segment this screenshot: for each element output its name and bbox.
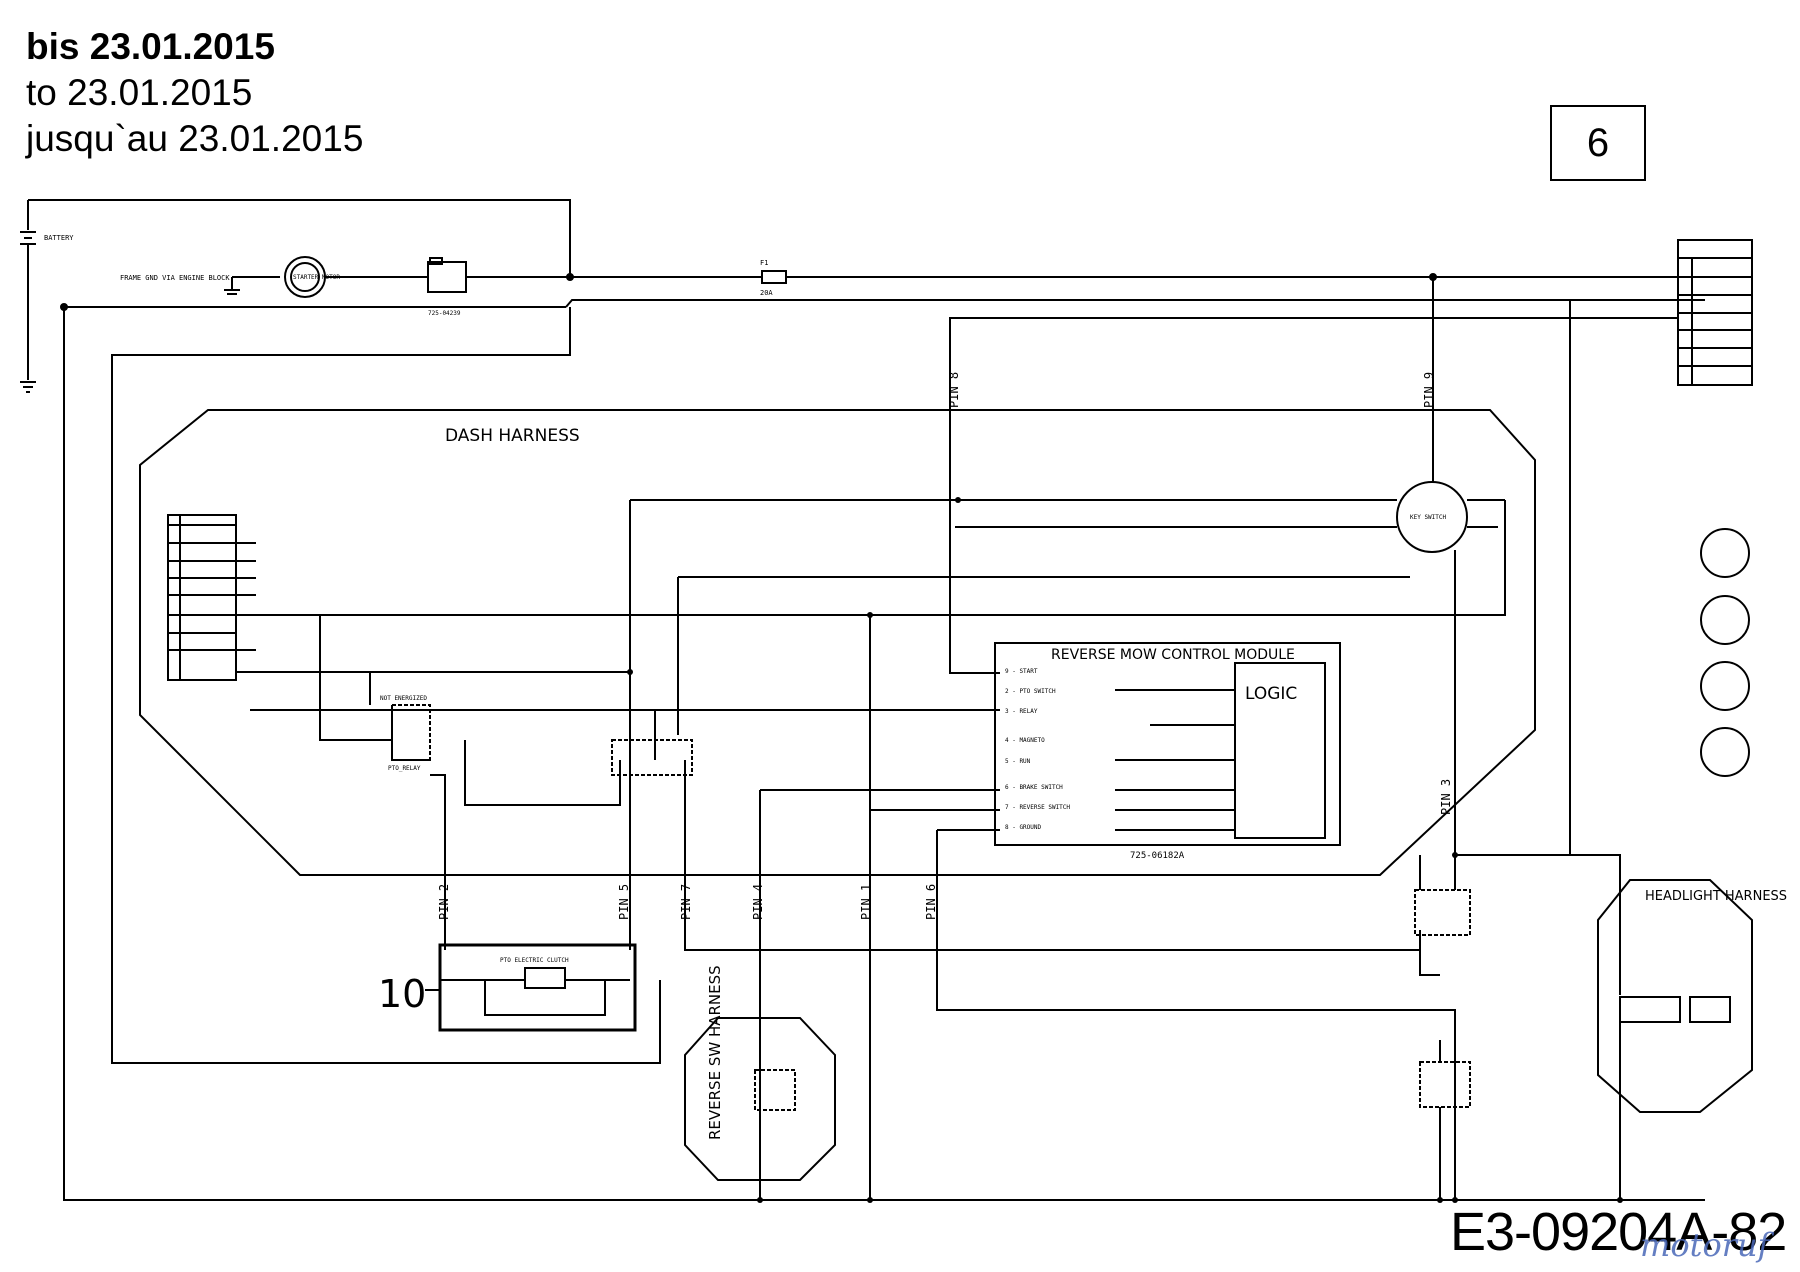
battery-symbol: BATTERY	[20, 200, 74, 393]
pto-relay-label: PTO_RELAY	[388, 765, 421, 772]
brake-switch	[1414, 889, 1471, 936]
module-pin-9: 9 - START	[1005, 668, 1038, 675]
drawing-id: E3-09204A-82	[1450, 1202, 1787, 1262]
module-pin-6: 6 - BRAKE SWITCH	[1005, 784, 1063, 791]
fuse-label: F1	[760, 259, 768, 267]
reverse-mow-control-module: REVERSE MOW CONTROL MODULE LOGIC 725-061…	[994, 642, 1341, 861]
pto-relay: PTO_RELAY NOT ENERGIZED	[380, 695, 431, 772]
starter-motor-label: STARTER MOTOR	[293, 274, 340, 281]
pin-label-7: PIN 7	[679, 884, 693, 920]
dash-harness-label: DASH HARNESS	[445, 426, 580, 446]
battery-label: BATTERY	[44, 234, 74, 242]
pin-label-4: PIN 4	[751, 884, 765, 920]
key-position-diagrams	[1700, 528, 1750, 777]
dash-function-table	[167, 514, 237, 681]
key-switch: KEY SWITCH	[1396, 481, 1468, 553]
module-part-no: 725-06182A	[1130, 851, 1185, 861]
headlight-harness-label: HEADLIGHT HARNESS	[1645, 889, 1787, 904]
pin-label-3: PIN 3	[1439, 779, 1453, 815]
module-pin-3: 3 - RELAY	[1005, 708, 1038, 715]
watermark-logo: motoruf	[1640, 1226, 1770, 1264]
not-energized-label: NOT ENERGIZED	[380, 695, 427, 702]
page-number-box: 6	[1550, 105, 1646, 181]
fuse-rating: 20A	[760, 289, 773, 297]
frame-gnd-label: FRAME GND VIA ENGINE BLOCK	[120, 274, 230, 282]
engine-connector-table	[1677, 239, 1753, 386]
module-pin-4: 4 - MAGNETO	[1005, 737, 1045, 744]
callout-10: 10	[378, 972, 426, 1016]
dash-harness-outline	[139, 409, 1536, 876]
pto-clutch-box: PTO ELECTRIC CLUTCH	[438, 943, 637, 1032]
pin-label-5: PIN 5	[617, 884, 631, 920]
validity-date-de: bis 23.01.2015	[26, 26, 275, 67]
pin-label-6: PIN 6	[924, 884, 938, 920]
pin-label-8: PIN 8	[947, 372, 961, 408]
seat-switch	[1419, 1061, 1471, 1108]
reverse-sw-harness-label: REVERSE SW HARNESS	[706, 965, 724, 1140]
pto-clutch-label: PTO ELECTRIC CLUTCH	[500, 957, 569, 964]
module-pin-2: 2 - PTO SWITCH	[1005, 688, 1056, 695]
module-pin-7: 7 - REVERSE SWITCH	[1005, 804, 1070, 811]
reverse-sw-harness	[684, 1017, 836, 1181]
fuse-f1: F1 20A	[760, 259, 787, 297]
pin-label-2: PIN 2	[437, 884, 451, 920]
pto-switch	[611, 739, 693, 776]
key-switch-label: KEY SWITCH	[1410, 514, 1447, 521]
module-logic: LOGIC	[1245, 684, 1297, 704]
module-pin-5: 5 - RUN	[1005, 758, 1031, 765]
pin-label-9: PIN 9	[1422, 372, 1436, 408]
solenoid-part-label: 725-04239	[428, 310, 461, 317]
module-pin-8: 8 - GROUND	[1005, 824, 1042, 831]
headlight-harness	[1597, 879, 1753, 1113]
validity-date-fr: jusqu`au 23.01.2015	[26, 118, 364, 159]
pin-label-1: PIN 1	[859, 884, 873, 920]
starter-solenoid: 725-04239	[427, 257, 467, 317]
page-number: 6	[1586, 120, 1610, 165]
module-title: REVERSE MOW CONTROL MODULE	[1051, 647, 1295, 663]
validity-date-en: to 23.01.2015	[26, 72, 253, 113]
